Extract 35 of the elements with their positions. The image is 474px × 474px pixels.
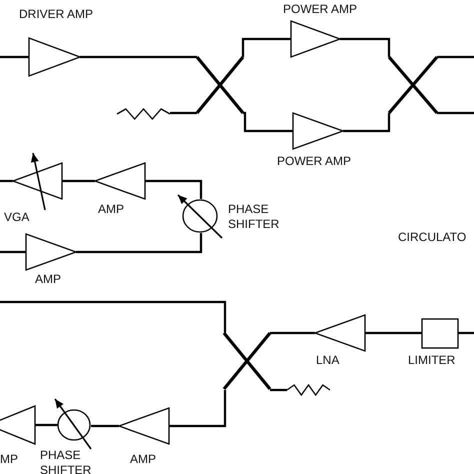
amplifier-label: POWER AMP bbox=[283, 2, 358, 17]
wire bbox=[270, 332, 315, 334]
wire bbox=[270, 388, 287, 392]
wire bbox=[80, 56, 197, 58]
wire bbox=[0, 56, 29, 58]
wire bbox=[437, 56, 474, 58]
wire bbox=[243, 112, 293, 132]
amplifier-label: AMP bbox=[35, 272, 62, 287]
wire bbox=[0, 300, 226, 333]
wire bbox=[169, 390, 226, 428]
amplifier-label: VGA bbox=[4, 210, 30, 225]
wire bbox=[145, 180, 202, 199]
amplifier-label: LNA bbox=[316, 353, 340, 368]
wire bbox=[365, 332, 422, 334]
wire bbox=[458, 332, 474, 334]
wire bbox=[76, 233, 202, 254]
amplifier-label: AMP bbox=[98, 202, 124, 217]
wire bbox=[437, 112, 474, 114]
amplifier-label: AMP bbox=[130, 452, 156, 467]
component-label: LIMITER bbox=[408, 353, 456, 368]
component-label: PHASE SHIFTER bbox=[228, 202, 280, 232]
component-label: CIRCULATO bbox=[398, 230, 466, 245]
wire bbox=[242, 38, 291, 57]
amplifier-label: POWER AMP bbox=[277, 154, 352, 169]
wire bbox=[170, 112, 197, 114]
wire bbox=[343, 113, 390, 132]
wire bbox=[62, 180, 95, 182]
amplifier-label: MP bbox=[0, 452, 18, 467]
amplifier-label: DRIVER AMP bbox=[19, 7, 94, 22]
component-label: PHASE SHIFTER bbox=[40, 448, 92, 474]
wire bbox=[0, 180, 13, 182]
wire bbox=[340, 38, 390, 57]
wire bbox=[91, 424, 119, 428]
wire bbox=[0, 250, 26, 254]
wire bbox=[35, 424, 58, 426]
